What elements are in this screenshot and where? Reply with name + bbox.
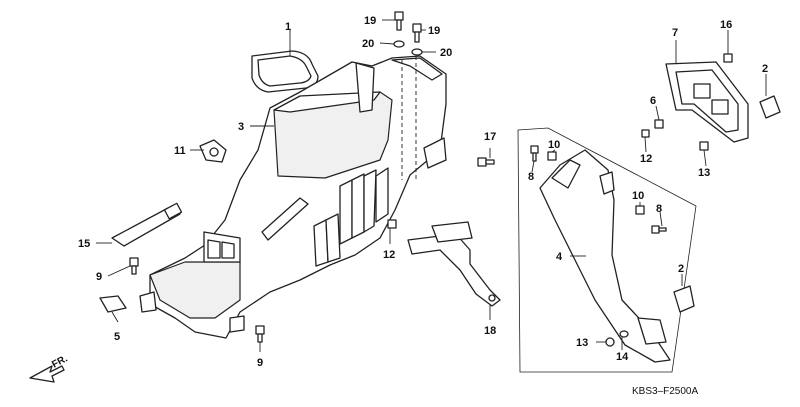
direction-label: FR. (50, 353, 70, 370)
callout-10b: 10 (632, 190, 644, 202)
drawing-code: KBS3–F2500A (632, 386, 698, 397)
callout-19a: 19 (364, 15, 376, 27)
side-cover-part (517, 127, 697, 373)
callout-labels: 1 3 11 15 9 5 9 19 19 20 20 12 17 18 8 1… (78, 15, 768, 369)
callout-17: 17 (484, 131, 496, 143)
callout-8a: 8 (528, 171, 534, 183)
callout-6: 6 (650, 95, 656, 107)
callout-20a: 20 (362, 38, 374, 50)
license-holder-part (665, 61, 749, 143)
callout-8b: 8 (656, 203, 662, 215)
cushion-parts (673, 95, 781, 313)
callout-3: 3 (238, 121, 244, 133)
strap-part (111, 202, 183, 247)
callout-12b: 12 (640, 153, 652, 165)
callout-5: 5 (114, 331, 120, 343)
fasteners (129, 11, 733, 347)
callout-11: 11 (174, 145, 186, 157)
callout-10a: 10 (548, 139, 560, 151)
callout-12a: 12 (383, 249, 395, 261)
front-direction-arrow: FR. (29, 353, 70, 383)
callout-18: 18 (484, 325, 496, 337)
callout-1: 1 (285, 21, 291, 33)
callout-4: 4 (556, 251, 563, 263)
callout-2b: 2 (762, 63, 768, 75)
clip-part (199, 139, 227, 163)
rear-fender-part (139, 55, 447, 339)
callout-13b: 13 (698, 167, 710, 179)
leader-lines (96, 19, 767, 352)
callout-19b: 19 (428, 25, 440, 37)
callout-13a: 13 (576, 337, 588, 349)
rubber-band-part (251, 50, 319, 93)
callout-9b: 9 (257, 357, 263, 369)
callout-15: 15 (78, 238, 90, 250)
callout-7: 7 (672, 27, 678, 39)
callout-16: 16 (720, 19, 732, 31)
callout-2a: 2 (678, 263, 684, 275)
callout-14: 14 (616, 351, 629, 363)
rubber-pad-part (99, 295, 127, 313)
callout-9a: 9 (96, 271, 102, 283)
callout-20b: 20 (440, 47, 452, 59)
bracket-part (407, 221, 501, 307)
